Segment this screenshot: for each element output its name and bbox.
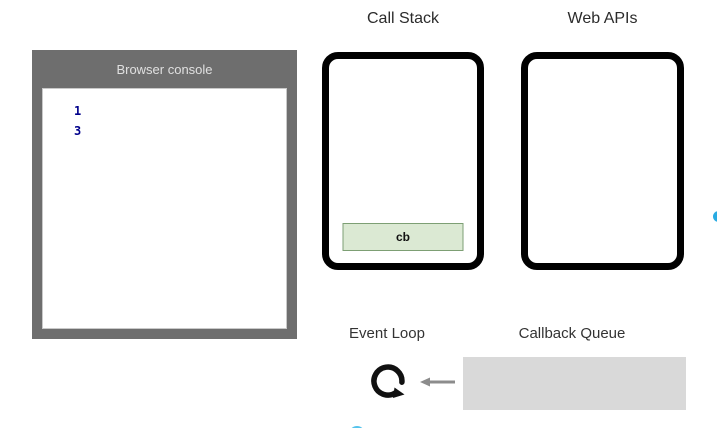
console-log-line: 3 (74, 124, 82, 138)
clipped-blue-dot-right (713, 211, 717, 222)
queue-to-loop-arrow-icon (420, 377, 455, 387)
browser-console-output: 1 3 (42, 88, 287, 329)
browser-console-header: Browser console (32, 50, 297, 88)
web-apis-title: Web APIs (567, 10, 638, 27)
call-stack-box: cb (322, 52, 484, 270)
console-log-line: 1 (74, 104, 82, 118)
browser-console-panel: Browser console 1 3 (32, 50, 297, 339)
web-apis-box (521, 52, 684, 270)
stack-frame-cb: cb (342, 223, 464, 251)
call-stack-title: Call Stack (366, 10, 440, 27)
clipped-blue-dot-bottom (349, 426, 365, 428)
event-loop-cycle-icon (371, 364, 405, 398)
callback-queue-box (463, 357, 686, 410)
callback-queue-title: Callback Queue (518, 325, 626, 342)
event-loop-title: Event Loop (349, 325, 425, 342)
browser-console-title: Browser console (116, 61, 213, 77)
